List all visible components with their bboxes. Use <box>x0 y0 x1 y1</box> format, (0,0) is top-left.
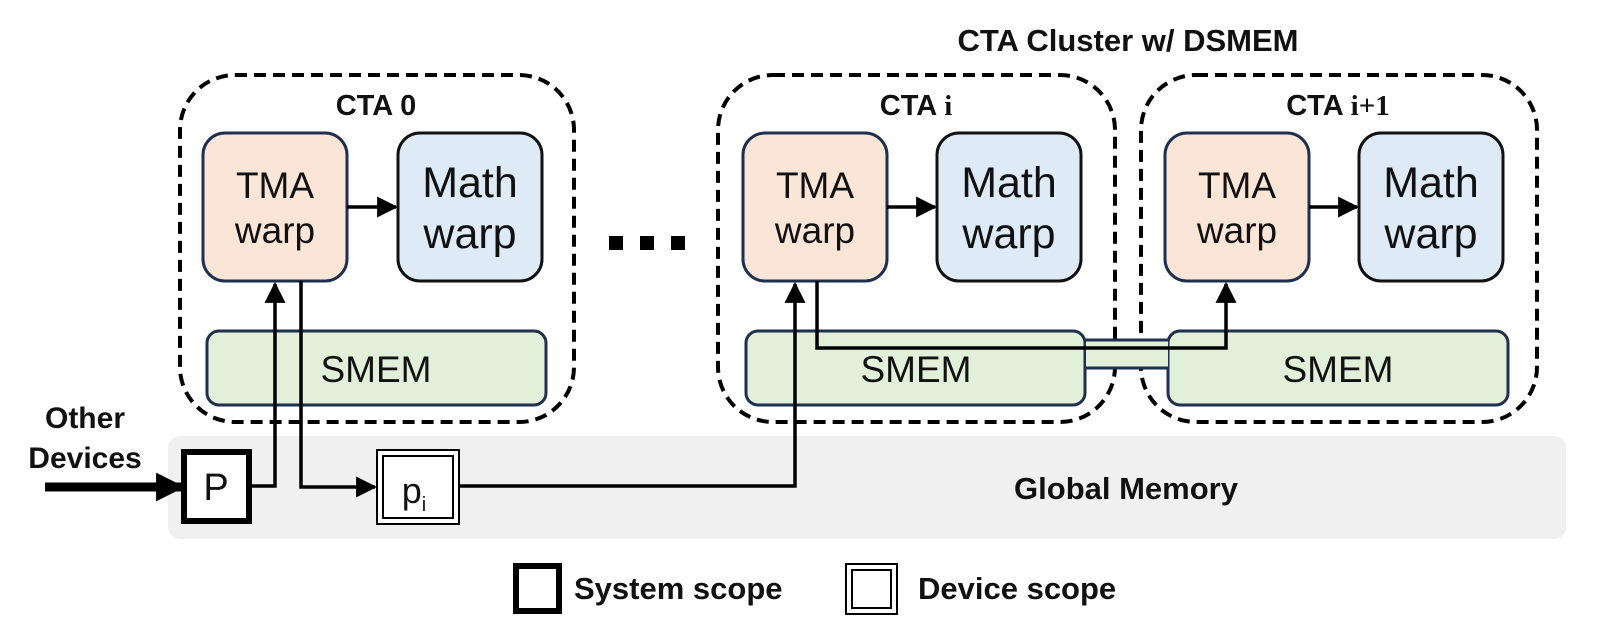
smem-box <box>205 329 548 407</box>
tma-warp-label-line1: TMA <box>236 165 314 206</box>
pi-to-tma-i-arrow <box>459 281 806 488</box>
cta-0-border <box>178 73 576 424</box>
tma-warp-label-line2: warp <box>774 210 855 251</box>
flag-pi-label: pi <box>402 470 426 516</box>
cta-0: CTA 0 TMA warp Math warp SMEM <box>178 73 576 424</box>
tma-warp-label-line2: warp <box>234 210 315 251</box>
math-warp-label-line1: Math <box>422 159 518 207</box>
math-warp-label-line2: warp <box>1383 210 1477 258</box>
cta-i-plus-1-label: CTA i+1 <box>1286 90 1390 122</box>
legend-device-scope-label: Device scope <box>918 571 1116 606</box>
flag-p-label: P <box>203 467 228 509</box>
cta-i-border <box>716 73 1117 424</box>
cta-i: CTA i TMA warp Math warp SMEM <box>716 73 1117 424</box>
math-warp-label-line2: warp <box>422 210 516 258</box>
global-memory-region <box>168 436 1566 539</box>
flag-p-box <box>181 449 252 524</box>
other-devices-label-line1: Other <box>45 402 125 435</box>
smem-label: SMEM <box>1283 349 1394 390</box>
flag-pi-box <box>376 449 460 525</box>
global-memory-label: Global Memory <box>1014 471 1239 506</box>
cta-0-label: CTA 0 <box>336 90 417 122</box>
smem-label: SMEM <box>321 349 432 390</box>
cta-i-plus-1-border <box>1139 73 1539 424</box>
dsmem-path-arrow <box>815 281 1237 350</box>
smem-label: SMEM <box>861 349 972 390</box>
math-warp-label-line1: Math <box>961 159 1057 207</box>
tma-warp-box <box>741 131 889 283</box>
tma-0-to-pi-arrow <box>299 281 378 498</box>
dsmem-bridge <box>1086 338 1168 370</box>
p-to-tma-0-arrow <box>249 281 286 488</box>
math-warp-box <box>1357 131 1505 283</box>
cta-i-label: CTA i <box>880 90 953 122</box>
math-warp-label-line2: warp <box>961 210 1055 258</box>
tma-warp-box <box>201 131 349 283</box>
legend-device-scope-icon <box>845 563 898 615</box>
tma-warp-label-line1: TMA <box>776 165 854 206</box>
legend-system-scope-label: System scope <box>574 571 783 606</box>
tma-warp-label-line2: warp <box>1196 210 1277 251</box>
math-warp-box <box>935 131 1083 283</box>
tma-warp-box <box>1163 131 1311 283</box>
cta-i-plus-1: CTA i+1 TMA warp Math warp SMEM <box>1139 73 1539 424</box>
math-warp-label-line1: Math <box>1383 159 1479 207</box>
math-warp-box <box>396 131 544 283</box>
other-devices-label-line2: Devices <box>28 442 141 475</box>
ellipsis <box>609 236 685 250</box>
cluster-title: CTA Cluster w/ DSMEM <box>957 23 1298 58</box>
tma-warp-label-line1: TMA <box>1198 165 1276 206</box>
legend: System scope Device scope <box>513 563 1116 615</box>
legend-system-scope-icon <box>513 563 562 614</box>
